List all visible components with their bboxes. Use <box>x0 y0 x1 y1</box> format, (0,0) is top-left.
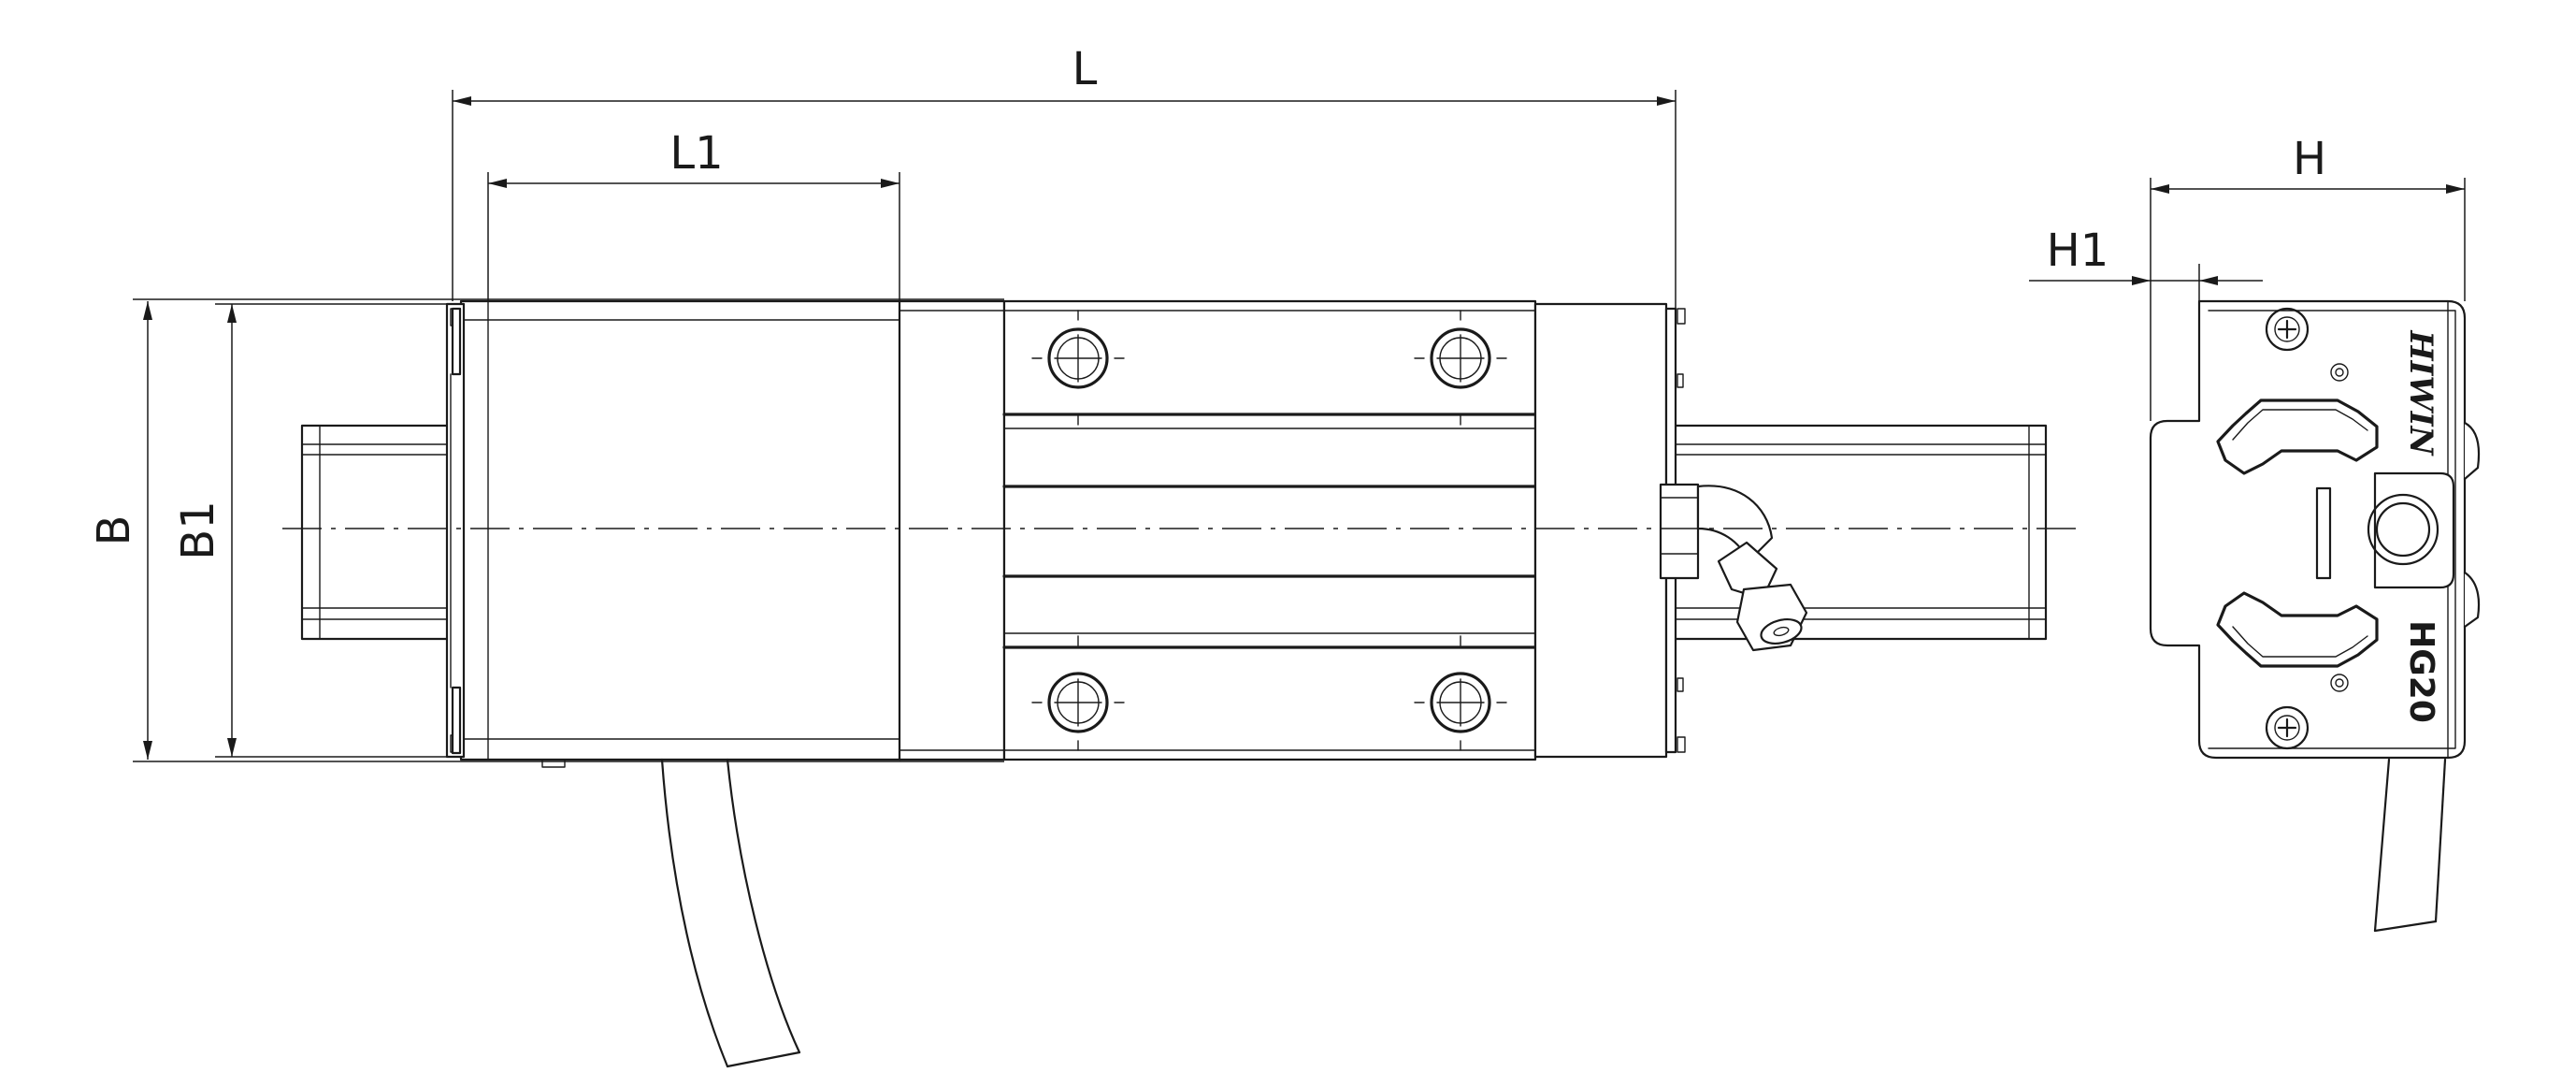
dimension-H: H <box>2150 133 2466 421</box>
mounting-hole <box>1414 310 1507 426</box>
dimension-label-H1: H1 <box>2047 225 2109 277</box>
end-view-block: HIWIN HG20 <box>2149 299 2481 760</box>
dimension-label-H: H <box>2293 133 2326 185</box>
grease-nipple <box>1659 483 1808 652</box>
mounting-hole <box>1031 635 1125 751</box>
sensor-cable <box>660 758 801 1068</box>
dimension-label-B: B <box>88 515 140 546</box>
dimension-B1: B1 <box>172 303 447 758</box>
side-view: L L1 B B1 <box>88 43 2080 1068</box>
dimension-H1: H1 <box>2029 225 2263 301</box>
dimension-label-L1: L1 <box>669 127 723 180</box>
dimension-B: B <box>88 298 1004 762</box>
dimension-L: L <box>452 43 1677 309</box>
model-marking: HG20 <box>2402 620 2440 723</box>
dimension-label-L: L <box>1072 43 1098 95</box>
end-view-cable <box>2373 758 2447 933</box>
mounting-hole <box>1414 635 1507 751</box>
end-seal-left <box>445 302 466 759</box>
mounting-hole <box>1031 310 1125 426</box>
brand-marking: HIWIN <box>2402 329 2439 457</box>
carriage-block <box>1002 299 1537 761</box>
screw <box>2265 705 2310 750</box>
screw <box>2265 307 2310 352</box>
dimension-L1: L1 <box>487 127 900 301</box>
end-view: HIWIN HG20 H H1 <box>2029 133 2481 933</box>
dimension-label-B1: B1 <box>172 500 224 559</box>
sensor-housing <box>459 299 1006 768</box>
